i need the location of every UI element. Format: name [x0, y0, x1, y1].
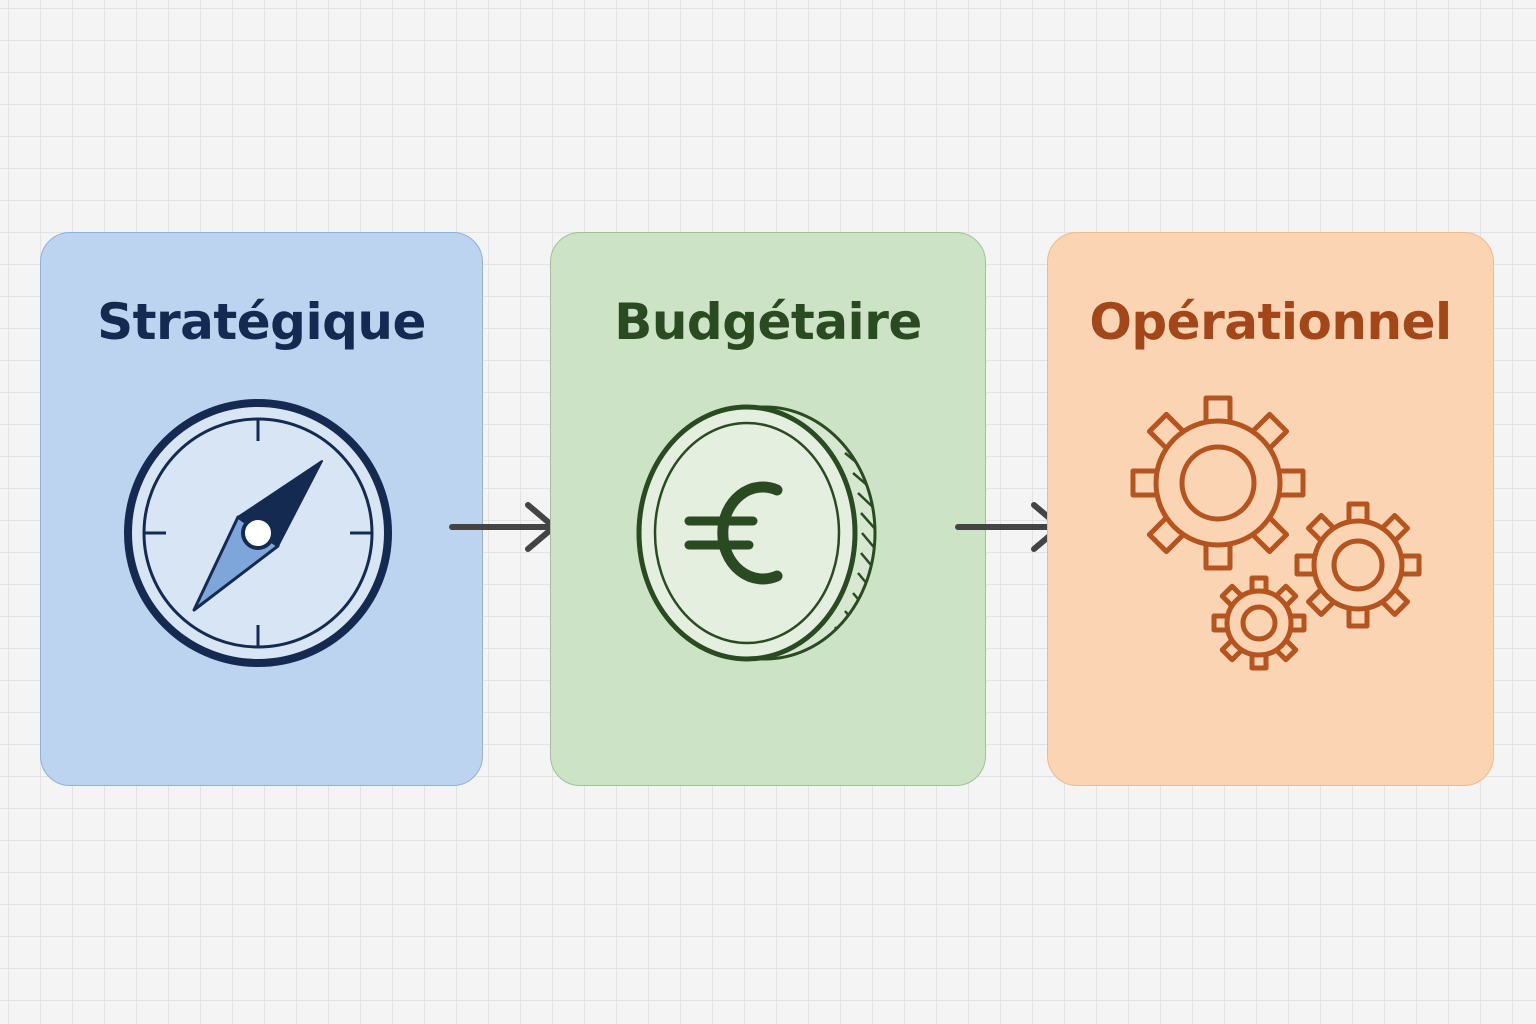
gears-icon: [1130, 395, 1422, 671]
arrow-right-icon: [449, 502, 557, 552]
step-title-operationnel: Opérationnel: [1089, 293, 1452, 351]
step-card-strategique: Stratégique: [40, 232, 483, 786]
step-title-strategique: Stratégique: [97, 293, 426, 351]
euro-coin-icon: [636, 404, 877, 662]
compass-icon: [124, 399, 392, 667]
step-card-budgetaire: Budgétaire: [550, 232, 986, 786]
step-title-budgetaire: Budgétaire: [614, 293, 922, 351]
step-card-operationnel: Opérationnel: [1047, 232, 1494, 786]
